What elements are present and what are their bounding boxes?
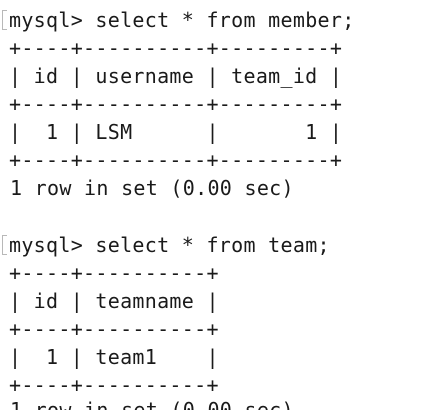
- command-line: mysql> select * from team;: [9, 231, 330, 259]
- result-summary: 1 row in set (0.00 sec): [10, 398, 294, 410]
- table-header: | id | username | team_id |: [9, 64, 343, 88]
- prompt-marker: [2, 10, 7, 30]
- table-row: | 1 | team1 |: [9, 345, 219, 369]
- table-border-mid: +----+----------+: [9, 317, 219, 341]
- table-border-mid: +----+----------+---------+: [9, 92, 343, 116]
- command-line: mysql> select * from member;: [9, 6, 355, 34]
- prompt-marker: [2, 235, 7, 255]
- command-text: select * from member;: [95, 8, 355, 32]
- table-border-bottom: +----+----------+---------+: [9, 148, 343, 172]
- command-text: select * from team;: [95, 233, 330, 257]
- table-border-bottom: +----+----------+: [9, 373, 219, 397]
- table-row: | 1 | LSM | 1 |: [9, 120, 343, 144]
- table-header: | id | teamname |: [9, 289, 219, 313]
- table-border-top: +----+----------+---------+: [9, 36, 343, 60]
- prompt: mysql>: [9, 233, 96, 257]
- prompt: mysql>: [9, 8, 96, 32]
- result-summary: 1 row in set (0.00 sec): [10, 176, 294, 200]
- table-border-top: +----+----------+: [9, 261, 219, 285]
